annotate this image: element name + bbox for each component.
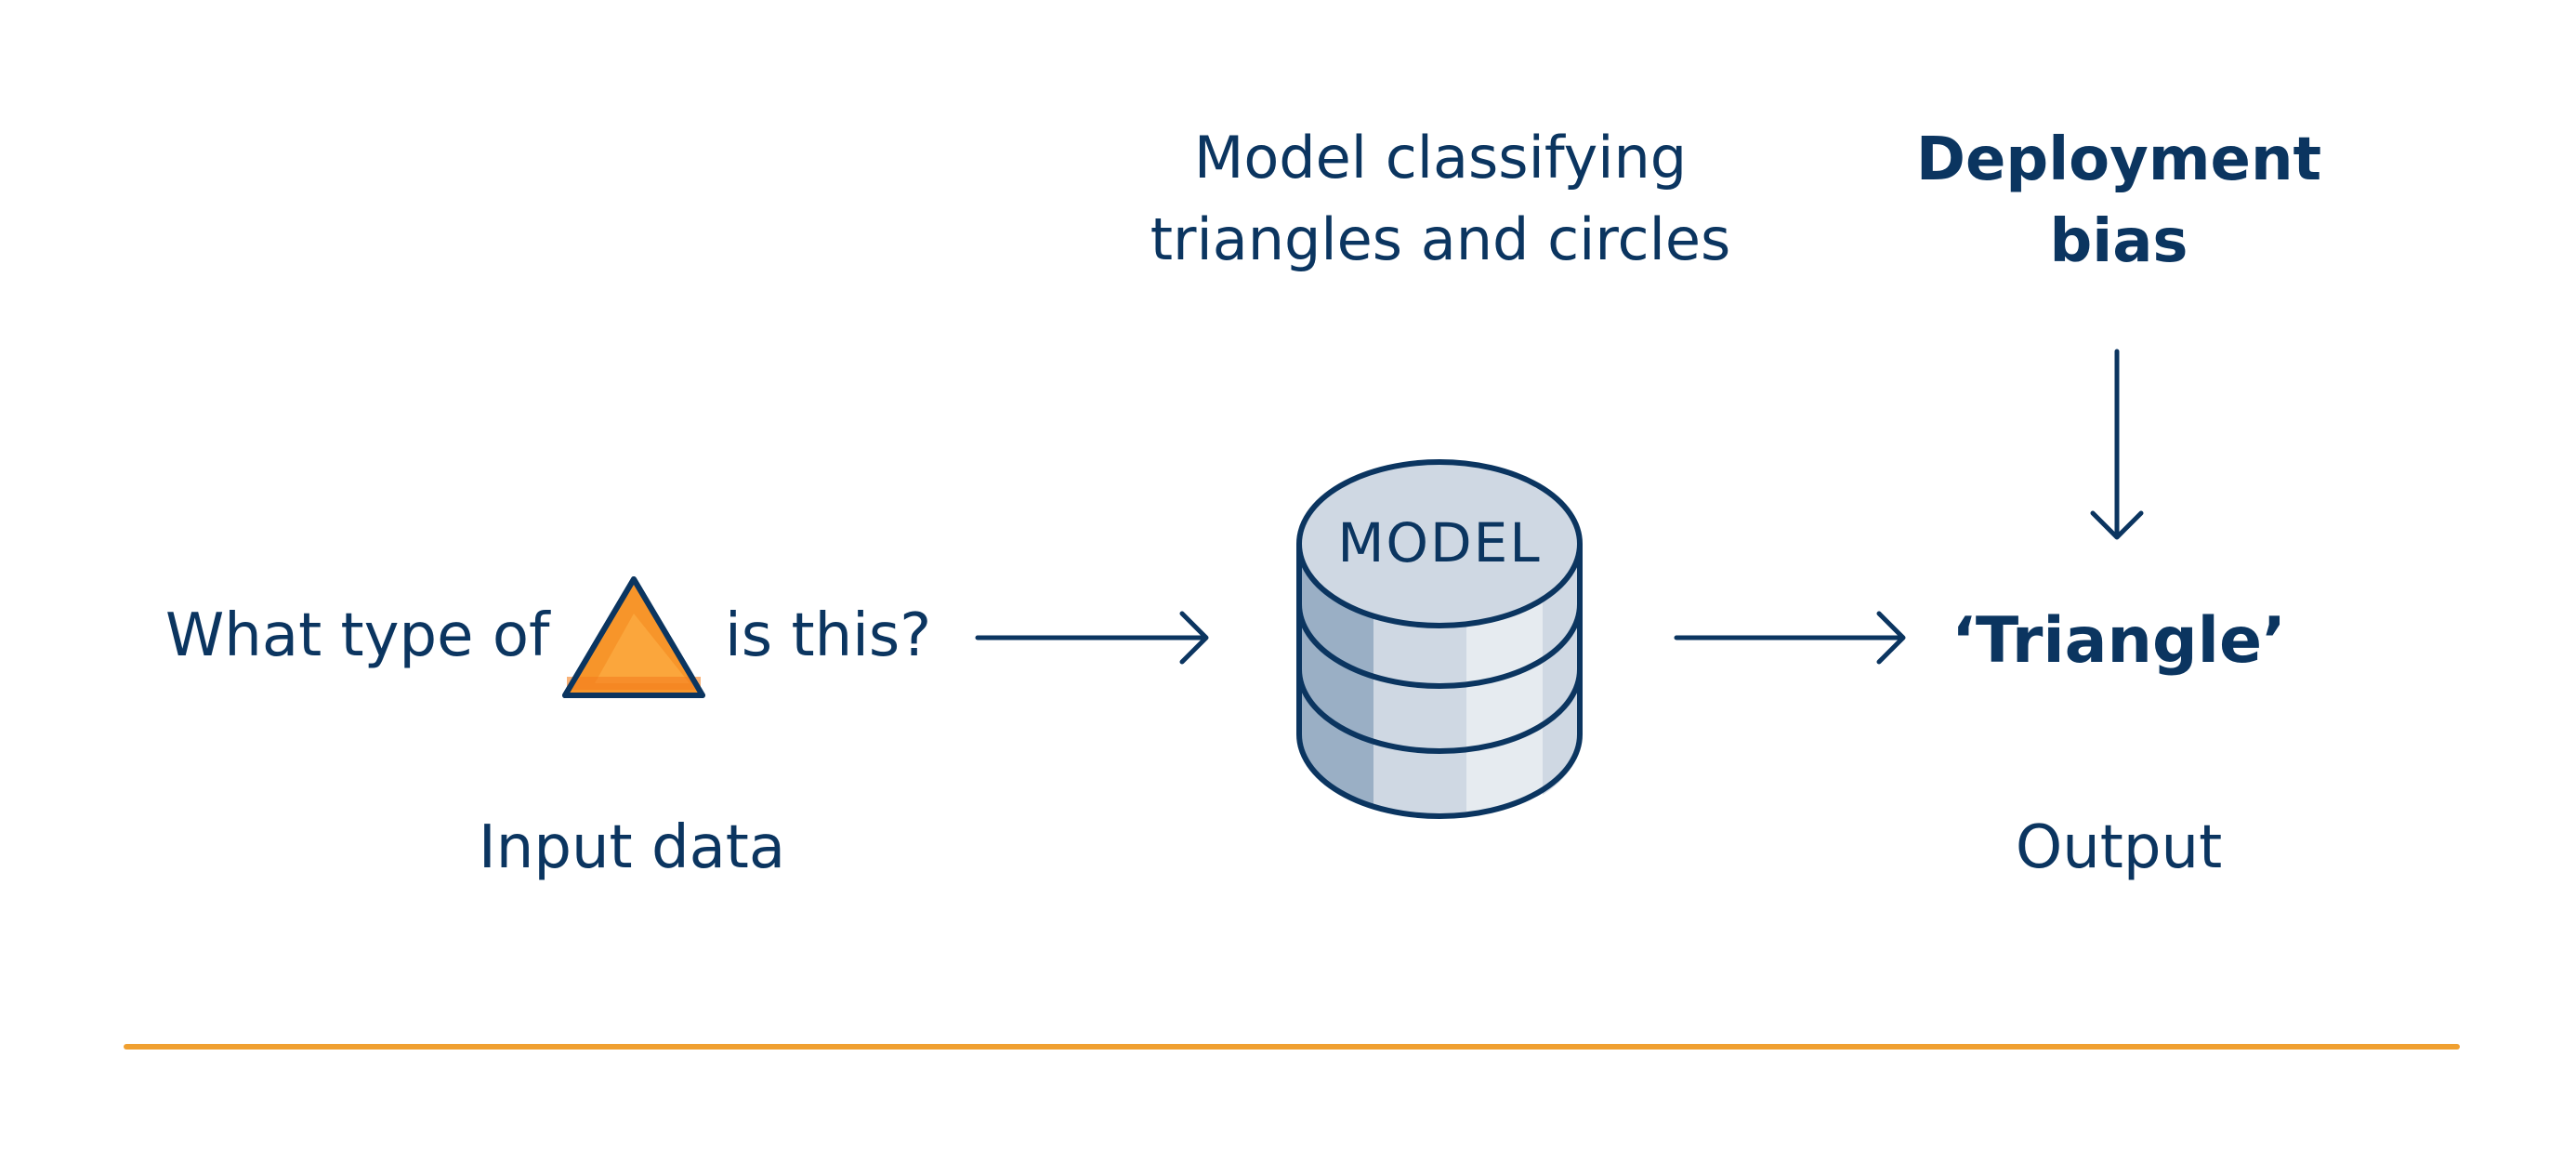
model-caption: Model classifying triangles and circles xyxy=(1150,124,1731,273)
model-word: MODEL xyxy=(1337,511,1541,574)
arrow-input-to-model xyxy=(975,611,1209,665)
arrow-down-icon xyxy=(2090,349,2144,540)
output-value: ‘Triangle’ xyxy=(1952,604,2286,678)
database-cylinder-icon: MODEL xyxy=(1296,459,1583,819)
input-data-label: Input data xyxy=(478,813,786,882)
question-suffix: is this? xyxy=(725,601,932,670)
arrow-model-to-output xyxy=(1674,611,1906,665)
deployment-bias-title: Deployment bias xyxy=(1915,125,2322,276)
triangle-icon xyxy=(562,576,705,698)
question-prefix: What type of xyxy=(165,601,550,670)
output-label: Output xyxy=(2015,813,2223,882)
